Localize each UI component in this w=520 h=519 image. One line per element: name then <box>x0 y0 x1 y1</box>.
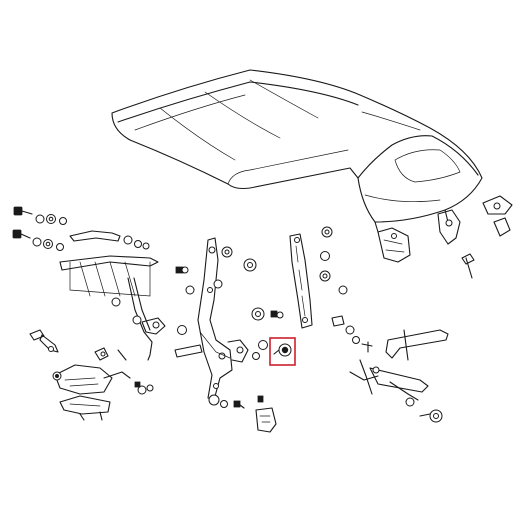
right-lower-linkage <box>349 329 449 423</box>
mounting-clip <box>255 395 277 433</box>
fastener-cluster-left <box>12 206 67 251</box>
fastener-cluster-center <box>174 246 257 409</box>
roof-latch-bracket <box>482 195 513 237</box>
main-hinge-plate <box>197 237 249 401</box>
soft-top-roof <box>111 69 483 233</box>
highlight-box <box>269 337 296 366</box>
roof-side-latch <box>377 209 461 263</box>
highlighted-bolt[interactable] <box>269 337 296 366</box>
actuator-assembly <box>52 364 154 421</box>
long-bolt-right <box>461 253 475 279</box>
slotted-bracket <box>289 233 313 329</box>
lower-left-cylinder <box>29 329 127 361</box>
rear-bow-rail <box>59 230 159 297</box>
fastener-cluster-right <box>251 307 284 360</box>
fastener-cluster-far-right <box>319 226 373 353</box>
left-linkage <box>111 277 166 361</box>
